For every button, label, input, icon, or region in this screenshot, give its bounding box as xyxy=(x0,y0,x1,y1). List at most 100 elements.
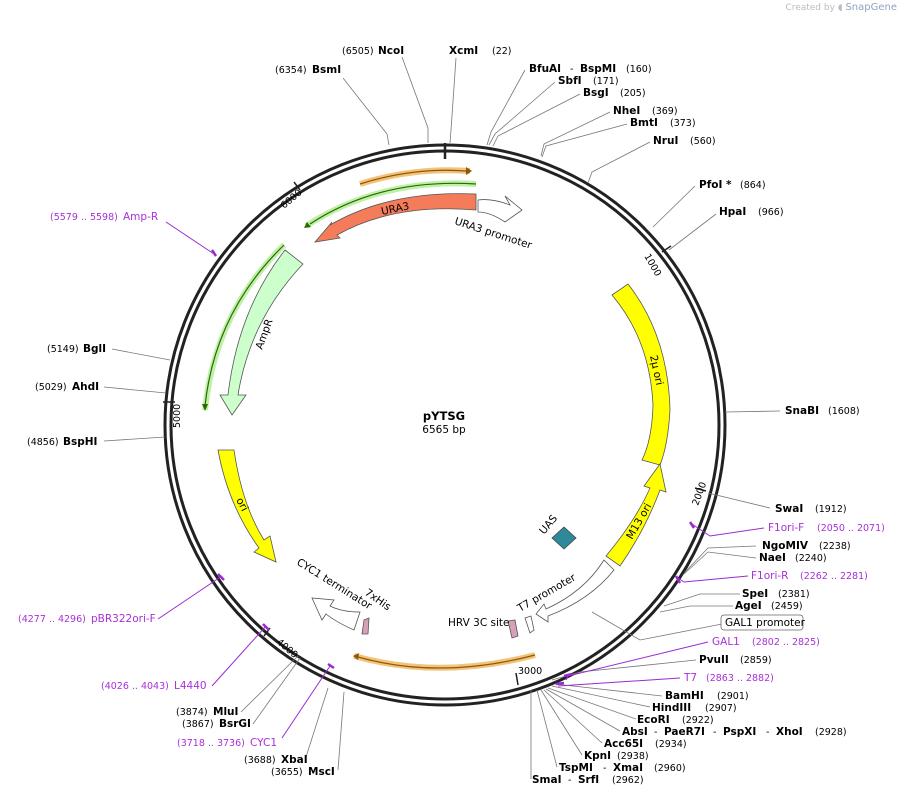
site-ecori-pos: (2922) xyxy=(682,715,714,726)
leader-pfoi xyxy=(652,185,696,228)
site-bmti-pos: (373) xyxy=(670,118,696,129)
site-ngomiv[interactable]: NgoMIV xyxy=(762,540,809,552)
site-bgli-pos: (5149) xyxy=(47,344,79,355)
site-spei[interactable]: SpeI xyxy=(742,588,768,600)
gal1-promoter-box[interactable]: GAL1 promoter xyxy=(720,614,806,631)
site-pfoi[interactable]: PfoI * xyxy=(699,179,732,191)
site-snabi[interactable]: SnaBI xyxy=(785,405,819,417)
primer-pbr322ori-f[interactable]: pBR322ori-F xyxy=(91,613,156,625)
site-ahdi[interactable]: AhdI xyxy=(72,381,99,393)
feature-m13-ori[interactable]: M13 ori xyxy=(605,463,667,567)
site-bmti[interactable]: BmtI xyxy=(630,117,658,129)
site-bgli[interactable]: BglI xyxy=(83,343,106,355)
orange-arc-top-line xyxy=(359,169,467,185)
feature-t7-promoter[interactable]: T7 promoter xyxy=(515,559,615,634)
site-bsmi[interactable]: BsmI xyxy=(312,64,341,76)
site-naei-pos: (2240) xyxy=(795,553,827,564)
site-nrui-pos: (560) xyxy=(690,136,716,147)
site-pvuii[interactable]: PvuII xyxy=(699,654,729,666)
site-xhoi[interactable]: XhoI xyxy=(776,726,803,738)
site-nrui[interactable]: NruI xyxy=(653,135,678,147)
leader-bmti xyxy=(541,123,628,158)
orange-arc-top-head xyxy=(466,167,472,175)
site-msci[interactable]: MscI xyxy=(308,766,335,778)
site-bsphi[interactable]: BspHI xyxy=(63,436,97,448)
site-bamhi-pos: (2901) xyxy=(717,691,749,702)
feature-ori[interactable]: ori xyxy=(217,449,277,563)
leader-swai xyxy=(707,492,771,509)
site-tspmi[interactable]: TspMI xyxy=(559,762,593,774)
primer-cyc1[interactable]: CYC1 xyxy=(250,737,277,749)
site-bsgi[interactable]: BsgI xyxy=(583,87,609,99)
primer-gal1[interactable]: GAL1 xyxy=(712,636,740,648)
site-pspxi[interactable]: PspXI xyxy=(723,726,756,738)
cyc1-terminator-label: CYC1 terminator xyxy=(294,556,374,612)
leader-l4440 xyxy=(211,625,267,687)
ura3-label: URA3 xyxy=(380,200,410,218)
pbr322ori-f-mark xyxy=(217,573,225,581)
site-mlui[interactable]: MluI xyxy=(213,706,238,718)
leader-f1ori-r xyxy=(677,575,749,583)
ura3-promoter-arrow xyxy=(477,195,523,223)
primer-l4440[interactable]: L4440 xyxy=(174,680,207,692)
site-hpai[interactable]: HpaI xyxy=(719,206,746,218)
feature-ampr[interactable]: AmpR xyxy=(219,249,304,416)
leader-bsphi xyxy=(103,436,166,442)
site-bspmi[interactable]: BspMI xyxy=(580,63,616,75)
leader-t7 xyxy=(557,677,681,687)
site-hindiii[interactable]: HindIII xyxy=(652,702,691,714)
site-bsrgi[interactable]: BsrGI xyxy=(219,718,251,730)
site-naei[interactable]: NaeI xyxy=(759,552,786,564)
primer-f1ori-r[interactable]: F1ori-R xyxy=(751,570,788,582)
leader-f1ori-f xyxy=(691,523,765,537)
site-ncoi[interactable]: NcoI xyxy=(378,45,404,57)
site-xcmi[interactable]: XcmI xyxy=(449,45,478,57)
site-srfi[interactable]: SrfI xyxy=(578,774,599,786)
site-bsgi-pos: (205) xyxy=(620,88,646,99)
f1ori-r-mark xyxy=(674,575,682,584)
site-xmai[interactable]: XmaI xyxy=(613,762,643,774)
primer-amp-r[interactable]: Amp-R xyxy=(123,211,158,223)
leader-hpai xyxy=(668,213,717,251)
site-sbfi[interactable]: SbfI xyxy=(558,75,582,87)
7xhis-marker xyxy=(361,617,370,635)
hrv-3c-marker xyxy=(507,619,519,639)
site-nhei-pos: (369) xyxy=(652,106,678,117)
leader-acc65i xyxy=(543,689,603,744)
site-paer7i[interactable]: PaeR7I xyxy=(664,726,705,738)
feature-uas[interactable]: UAS xyxy=(537,512,577,550)
leader-ncoi xyxy=(401,56,429,143)
leader-bgli xyxy=(111,348,171,361)
tick-label-3000: 3000 xyxy=(518,666,542,677)
primer-t7[interactable]: T7 xyxy=(683,672,697,684)
site-bsmi-pos: (6354) xyxy=(275,65,307,76)
site-bamhi[interactable]: BamHI xyxy=(665,690,704,702)
tick-3000 xyxy=(515,672,519,686)
site-absi[interactable]: AbsI xyxy=(622,726,648,738)
feature-2mu-ori[interactable]: 2μ ori xyxy=(611,283,671,466)
site-kpni[interactable]: KpnI xyxy=(584,750,611,762)
leader-xcmi xyxy=(449,57,457,144)
site-absi-sep2: - xyxy=(713,727,716,738)
uas-marker xyxy=(551,526,577,550)
feature-hrv-3c-site[interactable]: HRV 3C site xyxy=(448,617,519,639)
leader-nrui xyxy=(587,141,651,184)
gal1-promoter-label: GAL1 promoter xyxy=(725,617,806,629)
site-ecori[interactable]: EcoRI xyxy=(637,714,670,726)
feature-ura3[interactable]: URA3 xyxy=(313,193,477,243)
feature-cyc1-terminator[interactable]: CYC1 terminator xyxy=(294,556,374,631)
site-bfuai[interactable]: BfuAI xyxy=(529,63,561,75)
site-smai[interactable]: SmaI xyxy=(532,774,562,786)
primer-f1ori-f[interactable]: F1ori-F xyxy=(768,522,804,534)
leader-bsgi xyxy=(492,93,581,147)
snapgene-logo-icon: ◖ xyxy=(837,3,843,13)
leader-tspmi xyxy=(536,689,558,768)
site-agei[interactable]: AgeI xyxy=(735,600,762,612)
site-xbai[interactable]: XbaI xyxy=(281,754,308,766)
site-acc65i[interactable]: Acc65I xyxy=(604,738,643,750)
f1ori-f-mark xyxy=(688,521,696,529)
site-swai[interactable]: SwaI xyxy=(775,503,803,515)
site-nhei[interactable]: NheI xyxy=(613,105,640,117)
leader-ahdi xyxy=(103,386,167,394)
